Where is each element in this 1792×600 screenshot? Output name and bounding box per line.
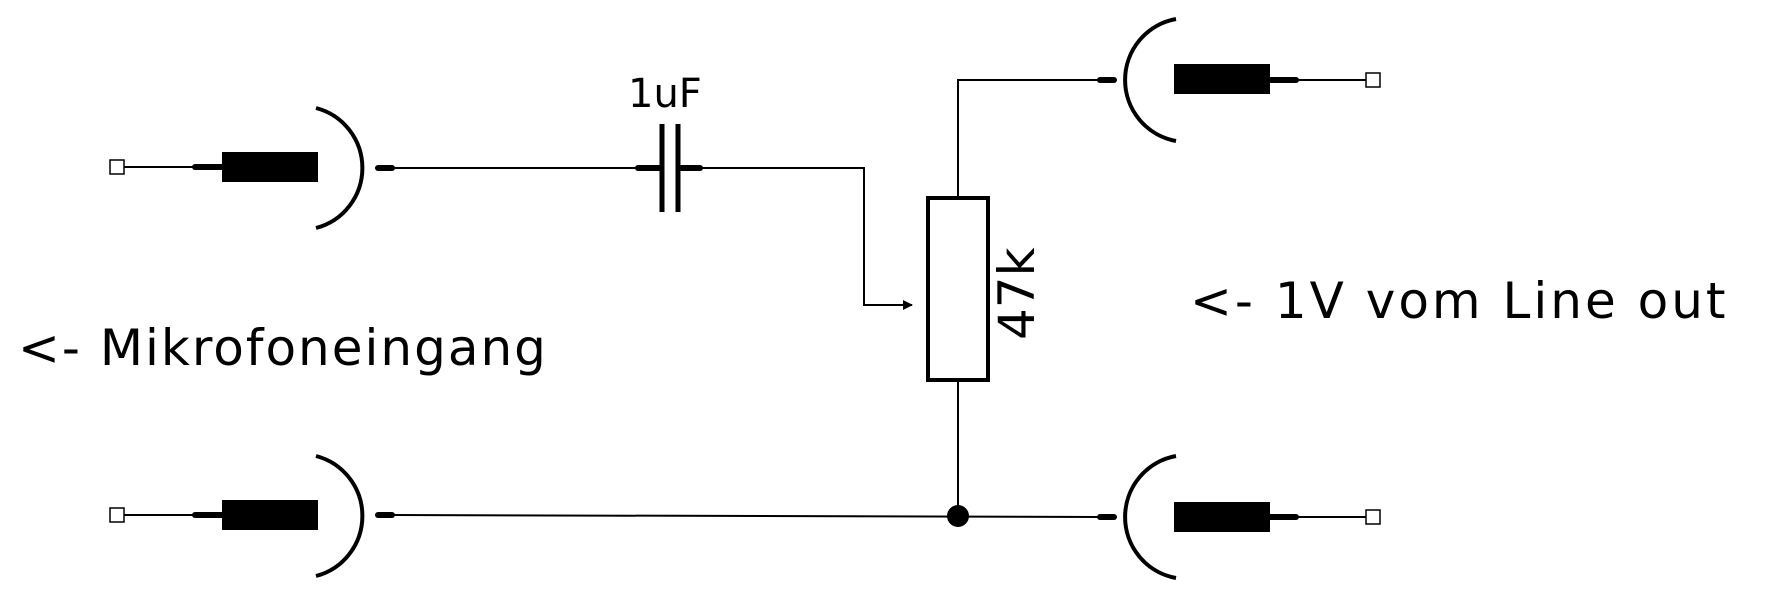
jack-terminal-square (109, 507, 125, 523)
junction-dot (947, 505, 969, 527)
wire-ground-rail (391, 514, 1101, 518)
jack-terminal-square (1365, 72, 1381, 88)
potentiometer (926, 79, 1100, 516)
mic-input-label: <- Mikrofoneingang (18, 319, 548, 377)
jack-terminal-square (1365, 509, 1381, 525)
jack-socket-arc (1123, 454, 1177, 580)
jack-socket-arc (315, 454, 365, 578)
potentiometer-label: 47k (988, 247, 1046, 340)
capacitor-label: 1uF (628, 71, 702, 117)
jack-line-signal (1097, 17, 1381, 143)
line-out-label: <- 1V vom Line out (1190, 272, 1729, 330)
jack-socket-arc (1123, 17, 1177, 143)
jack-plug-body (1174, 502, 1270, 532)
wire-capacitor-to-wiper (700, 167, 913, 310)
wire-pot-to-line-signal (957, 79, 1100, 198)
jack-mic-ground (109, 454, 395, 578)
jack-plug-body (222, 500, 318, 530)
jack-mic-signal (109, 106, 395, 230)
jack-line-ground (1097, 454, 1381, 580)
jack-plug-body (222, 152, 318, 182)
jack-terminal-square (109, 159, 125, 175)
jack-plug-body (1174, 64, 1270, 94)
potentiometer-body (926, 196, 990, 382)
capacitor (392, 124, 703, 212)
jack-socket-arc (315, 106, 365, 230)
